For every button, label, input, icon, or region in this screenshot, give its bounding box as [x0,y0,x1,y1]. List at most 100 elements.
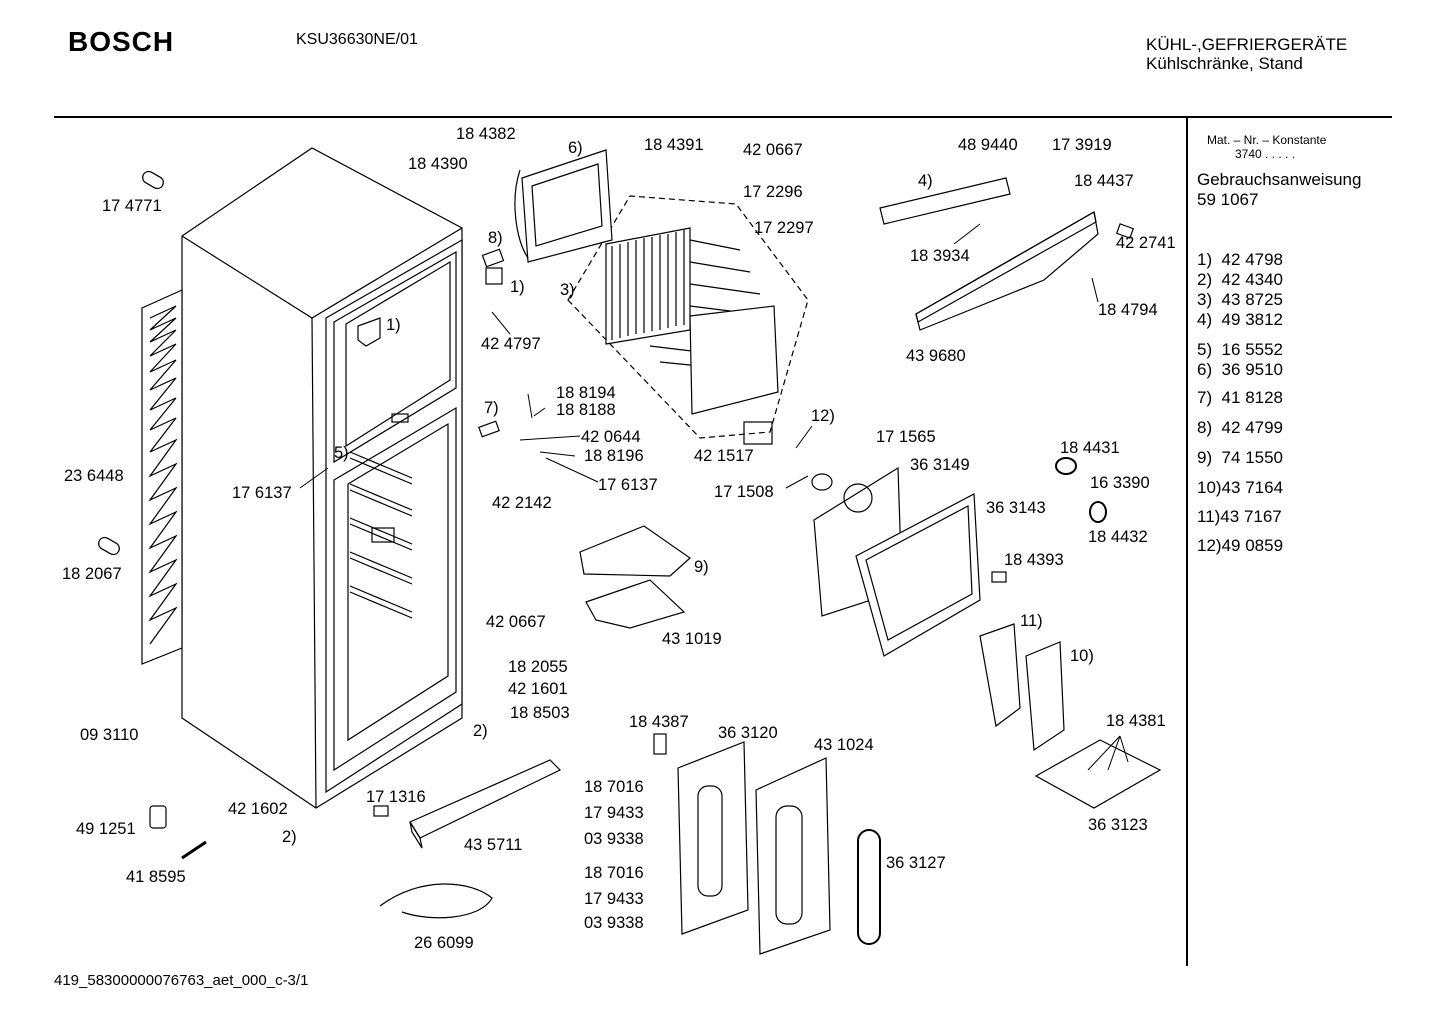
part-label: 41 8595 [126,868,186,886]
part-label: 42 1602 [228,800,288,818]
leader-lines [299,223,1129,771]
part-label: 4) [918,172,933,190]
part-label: 17 1316 [366,788,426,806]
part-label: 43 1024 [814,736,874,754]
part-label: 18 7016 [584,864,644,882]
part-label: 17 9433 [584,804,644,822]
part-label: 09 3110 [80,726,138,744]
legend-item: 6) 36 9510 [1197,360,1284,379]
part-label: 23 6448 [64,467,124,485]
part-label: 17 1508 [714,483,774,501]
part-label: 18 4431 [1060,439,1120,457]
part-label: 18 3934 [910,247,970,265]
cabinet-drawing [141,147,463,809]
part-label: 11) [1020,612,1043,630]
part-label: 43 1019 [662,630,722,648]
part-label: 36 3120 [718,724,778,742]
category-title: KÜHL-,GEFRIERGERÄTE [1146,35,1348,54]
door-shelves [979,623,1162,809]
manual-label: Gebrauchsanweisung [1197,170,1362,189]
part-label: 36 3149 [910,456,970,474]
part-label: 42 1517 [694,447,754,465]
part-label: 42 0667 [743,141,803,159]
exploded-parts-diagram: 17 4771 23 6448 18 2067 09 3110 49 1251 … [62,125,1176,955]
part-label: 16 3390 [1090,474,1150,492]
part-label: 18 4393 [1004,551,1064,569]
legend-item: 5) 16 5552 [1197,340,1284,359]
part-label: 2) [473,722,488,740]
legend-item: 4) 49 3812 [1197,310,1284,329]
part-label: 42 4797 [481,335,541,353]
legend-item: 11)43 7167 [1197,507,1282,526]
part-label: 7) [484,399,499,417]
legend-item: 12)49 0859 [1197,536,1284,555]
part-label: 18 4382 [456,125,516,143]
control-panel [879,177,1135,331]
part-label: 17 1565 [876,428,936,446]
part-label: 42 0644 [581,428,641,446]
part-label: 18 8188 [556,401,616,419]
part-label: 18 4387 [629,713,689,731]
part-label: 49 1251 [76,820,136,838]
brand-logo: BOSCH [68,26,175,57]
part-labels: 17 4771 23 6448 18 2067 09 3110 49 1251 … [62,125,1176,952]
part-label: 3) [560,281,575,299]
part-label: 17 4771 [102,197,162,215]
part-label: 18 2067 [62,565,122,583]
part-label: 17 6137 [598,476,658,494]
part-label: 18 4390 [408,155,468,173]
part-label: 17 2296 [743,183,803,201]
header-divider [54,116,1392,118]
category-subtitle: Kühlschränke, Stand [1146,54,1303,73]
part-label: 18 4391 [644,136,704,154]
part-label: 18 2055 [508,658,568,676]
part-label: 42 1601 [508,680,568,698]
part-label: 18 4794 [1098,301,1158,319]
part-label: 03 9338 [584,914,644,932]
legend-item: 2) 42 4340 [1197,270,1284,289]
document-id: 419_58300000076763_aet_000_c-3/1 [54,972,309,989]
part-label: 03 9338 [584,830,644,848]
part-label: 17 3919 [1052,136,1112,154]
part-label: 36 3123 [1088,816,1148,834]
part-label: 42 2741 [1116,234,1176,252]
freezer-door [514,149,613,263]
legend-item: 8) 42 4799 [1197,418,1284,437]
legend-item: 1) 42 4798 [1197,250,1284,269]
part-label: 18 8196 [584,447,644,465]
part-label: 1) [386,316,401,334]
part-label: 18 8503 [510,704,570,722]
part-label: 6) [568,139,583,157]
model-number: KSU36630NE/01 [296,31,418,48]
part-label: 17 2297 [754,219,814,237]
part-label: 1) [510,278,525,296]
legend-item: 3) 43 8725 [1197,290,1284,309]
mat-nr-label: Mat. – Nr. – Konstante [1207,133,1327,147]
part-label: 43 9680 [906,347,966,365]
mat-nr-value: 3740 . . . . . [1235,147,1296,161]
legend-item: 7) 41 8128 [1197,388,1284,407]
part-label: 26 6099 [414,934,474,952]
part-label: 12) [811,407,835,425]
crisper-cover [409,759,562,849]
manual-number: 59 1067 [1197,190,1259,209]
legend-item: 10)43 7164 [1197,478,1284,497]
lamp-housing [579,525,691,629]
part-label: 42 2142 [492,494,552,512]
part-label: 2) [282,828,297,846]
part-label: 8) [488,229,503,247]
part-label: 18 7016 [584,778,644,796]
sidebar-divider [1186,118,1188,966]
part-label: 10) [1070,647,1094,665]
part-label: 18 4432 [1088,528,1148,546]
part-label: 5) [334,444,349,462]
door-bins [677,741,881,955]
part-label: 9) [694,558,709,576]
part-label: 17 6137 [232,484,292,502]
part-label: 42 0667 [486,613,546,631]
part-label: 43 5711 [464,836,522,854]
part-label: 18 4437 [1074,172,1134,190]
drawer-covers [813,466,981,657]
evaporator-group [567,195,809,439]
legend-item: 9) 74 1550 [1197,448,1284,467]
